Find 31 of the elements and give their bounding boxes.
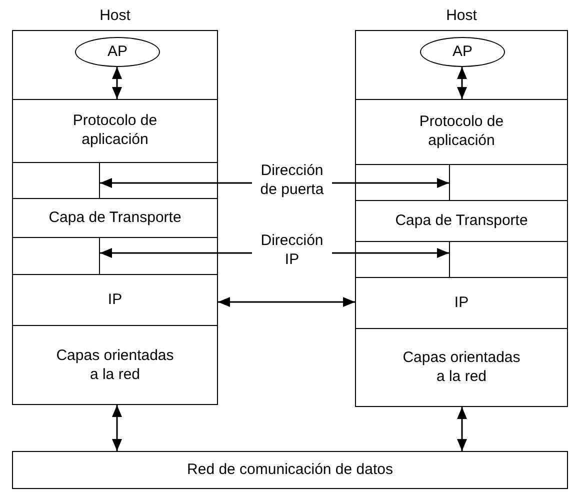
layer-band (355, 200, 568, 242)
host-title: Host (98, 7, 132, 24)
layer-band (12, 274, 218, 326)
layer-label: Protocolo de aplicación (72, 112, 158, 150)
layer-label: IP (108, 290, 122, 310)
layer-band (355, 277, 568, 329)
layer-label: Capa de Transporte (395, 212, 528, 230)
arrow (100, 248, 252, 258)
layer-band (355, 99, 568, 165)
layer-label: Capas orientadas a la red (55, 346, 175, 384)
arrow (457, 67, 467, 99)
address-label: Dirección de puerta (259, 162, 325, 200)
network-box (12, 451, 568, 489)
arrow (332, 178, 449, 188)
layer-band (12, 99, 218, 163)
application-ellipse: AP (420, 37, 505, 67)
layer-label: Protocolo de aplicación (418, 113, 505, 151)
address-label: Dirección IP (260, 232, 324, 270)
host-title: Host (445, 7, 478, 24)
arrow (218, 297, 355, 307)
arrow (112, 67, 122, 99)
layer-label: IP (454, 294, 469, 312)
layer-label: Red de comunicación de datos (187, 460, 393, 480)
arrow (332, 248, 449, 258)
arrow (100, 178, 252, 188)
layer-label: Capas orientadas a la red (402, 349, 522, 387)
layer-label: Capa de Transporte (48, 208, 182, 228)
layer-band (12, 198, 218, 238)
arrow (457, 407, 467, 451)
application-ellipse: AP (75, 37, 160, 67)
arrow (112, 405, 122, 451)
